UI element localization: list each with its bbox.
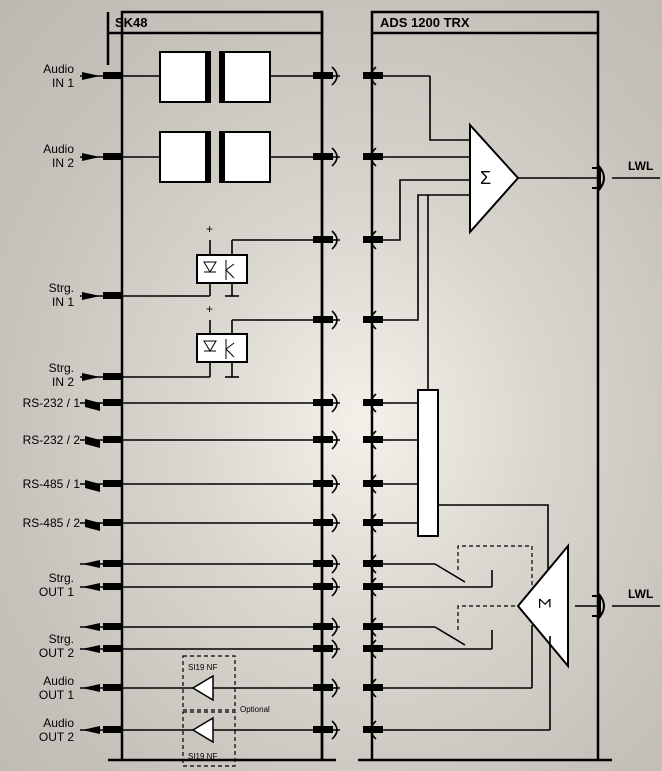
ads-box — [370, 10, 600, 760]
relay-1 — [376, 545, 533, 590]
input-labels: Audio IN 1 Audio IN 2 Strg. IN 1 Strg. I… — [43, 62, 74, 389]
optocoupler-2: + — [196, 302, 340, 378]
sigma-symbol: Σ — [480, 168, 491, 188]
in-label-audio1-a: Audio — [43, 62, 74, 76]
optional-amp-1: SI19 NF — [182, 655, 236, 711]
out-label-strg1-a: Strg. — [49, 571, 74, 585]
output-labels: Strg. OUT 1 Strg. OUT 2 Audio OUT 1 Audi… — [39, 571, 74, 744]
sk48-title: SK48 — [115, 15, 148, 30]
relay-2 — [376, 605, 518, 650]
in-label-strg1-a: Strg. — [49, 281, 74, 295]
plus-2: + — [206, 302, 213, 316]
out-label-strg2-b: OUT 2 — [39, 646, 74, 660]
in-label-audio2-b: IN 2 — [52, 156, 74, 170]
out-label-strg1-b: OUT 1 — [39, 585, 74, 599]
plus-1: + — [206, 222, 213, 236]
in-label-strg2-a: Strg. — [49, 361, 74, 375]
in-label-strg2-b: IN 2 — [52, 375, 74, 389]
lwl-out-label: LWL — [628, 159, 653, 173]
in-label-audio1-b: IN 1 — [52, 76, 74, 90]
serial-mux — [417, 389, 439, 537]
demux-amplifier: Σ — [516, 543, 569, 669]
rs232-1-label: RS-232 / 1 — [23, 396, 81, 410]
optional-label: Optional — [240, 705, 270, 714]
rs485-1-label: RS-485 / 1 — [23, 477, 81, 491]
out-label-audio2-b: OUT 2 — [39, 730, 74, 744]
optocoupler-1: + — [196, 222, 340, 297]
rs485-2-label: RS-485 / 2 — [23, 516, 81, 530]
out-label-audio1-b: OUT 1 — [39, 688, 74, 702]
out-label-audio2-a: Audio — [43, 716, 74, 730]
amp-label-1: SI19 NF — [188, 663, 217, 672]
transformer-1 — [159, 51, 271, 103]
lwl-out-connector: LWL — [592, 159, 660, 192]
serial-labels: RS-232 / 1 RS-232 / 2 RS-485 / 1 RS-485 … — [23, 396, 81, 530]
lwl-in-connector: LWL — [592, 587, 660, 620]
in-label-audio2-a: Audio — [43, 142, 74, 156]
out-label-strg2-a: Strg. — [49, 632, 74, 646]
ads-title: ADS 1200 TRX — [380, 15, 470, 30]
lwl-in-label: LWL — [628, 587, 653, 601]
optional-amp-2: SI19 NF — [182, 711, 236, 767]
in-label-strg1-b: IN 1 — [52, 295, 74, 309]
out-label-audio1-a: Audio — [43, 674, 74, 688]
transformer-2 — [159, 131, 271, 183]
io-arrows — [82, 72, 100, 734]
rs232-2-label: RS-232 / 2 — [23, 433, 81, 447]
amp-label-2: SI19 NF — [188, 752, 217, 761]
summing-amplifier: Σ — [469, 122, 520, 235]
demux-symbol: Σ — [535, 598, 554, 609]
sk48-box — [120, 10, 324, 760]
